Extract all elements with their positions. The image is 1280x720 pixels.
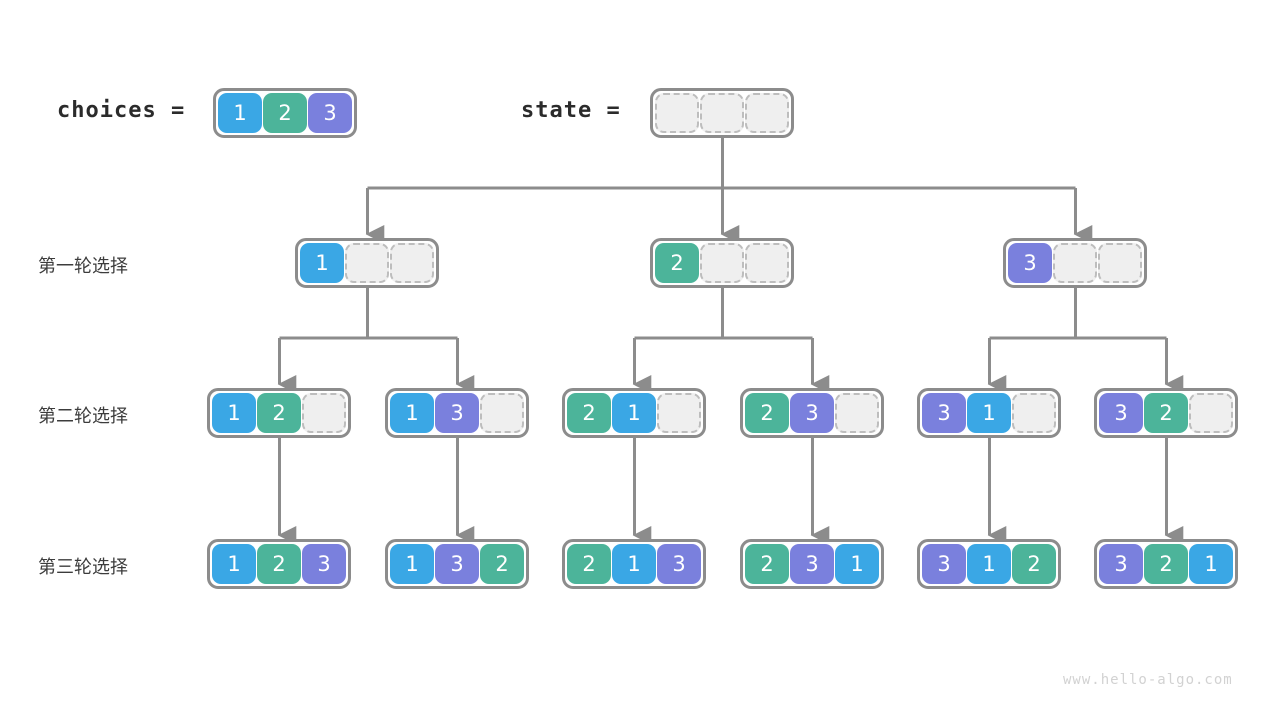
tree-node-r3-3-cell-filled: 3 bbox=[657, 544, 701, 584]
tree-node-r3-2-cell-filled: 2 bbox=[480, 544, 524, 584]
tree-node-r2-6-cell-filled: 2 bbox=[1144, 393, 1188, 433]
tree-node-r3-4-cell-filled: 2 bbox=[745, 544, 789, 584]
tree-node-r3-6-cell-filled: 1 bbox=[1189, 544, 1233, 584]
tree-node-r2-2-cell-filled: 1 bbox=[390, 393, 434, 433]
tree-node-r1-1-cell-filled: 1 bbox=[300, 243, 344, 283]
tree-node-r2-3-cell-filled: 2 bbox=[567, 393, 611, 433]
tree-node-r3-1-cell-filled: 3 bbox=[302, 544, 346, 584]
state-node bbox=[650, 88, 794, 138]
row-label-round-1: 第一轮选择 bbox=[38, 256, 128, 277]
tree-node-r1-3-cell-filled: 3 bbox=[1008, 243, 1052, 283]
tree-node-r2-1-cell-filled: 1 bbox=[212, 393, 256, 433]
tree-node-r1-2-cell-empty bbox=[745, 243, 789, 283]
tree-node-r2-6-cell-filled: 3 bbox=[1099, 393, 1143, 433]
tree-node-r3-6-cell-filled: 3 bbox=[1099, 544, 1143, 584]
tree-node-r1-1-cell-empty bbox=[390, 243, 434, 283]
tree-node-r2-2-cell-filled: 3 bbox=[435, 393, 479, 433]
tree-node-r1-2-cell-empty bbox=[700, 243, 744, 283]
tree-node-r3-5-cell-filled: 1 bbox=[967, 544, 1011, 584]
choices-node-cell-filled: 3 bbox=[308, 93, 352, 133]
tree-node-r1-2-cell-filled: 2 bbox=[655, 243, 699, 283]
tree-node-r3-6-cell-filled: 2 bbox=[1144, 544, 1188, 584]
choices-label: choices = bbox=[57, 98, 186, 123]
tree-node-r2-2-cell-empty bbox=[480, 393, 524, 433]
tree-node-r2-1-cell-filled: 2 bbox=[257, 393, 301, 433]
tree-node-r3-1-cell-filled: 2 bbox=[257, 544, 301, 584]
tree-node-r1-1: 1 bbox=[295, 238, 439, 288]
tree-node-r3-5-cell-filled: 3 bbox=[922, 544, 966, 584]
choices-node-cell-filled: 1 bbox=[218, 93, 262, 133]
tree-node-r1-3-cell-empty bbox=[1053, 243, 1097, 283]
tree-node-r3-2-cell-filled: 1 bbox=[390, 544, 434, 584]
tree-node-r3-2-cell-filled: 3 bbox=[435, 544, 479, 584]
tree-node-r3-3-cell-filled: 2 bbox=[567, 544, 611, 584]
tree-node-r3-4-cell-filled: 1 bbox=[835, 544, 879, 584]
row-label-round-3: 第三轮选择 bbox=[38, 557, 128, 578]
choices-node-cell-filled: 2 bbox=[263, 93, 307, 133]
tree-node-r2-3-cell-filled: 1 bbox=[612, 393, 656, 433]
tree-node-r2-4-cell-filled: 2 bbox=[745, 393, 789, 433]
state-node-cell-empty bbox=[700, 93, 744, 133]
tree-node-r2-5-cell-empty bbox=[1012, 393, 1056, 433]
tree-node-r3-3-cell-filled: 1 bbox=[612, 544, 656, 584]
tree-node-r2-6-cell-empty bbox=[1189, 393, 1233, 433]
tree-node-r2-5-cell-filled: 1 bbox=[967, 393, 1011, 433]
watermark: www.hello-algo.com bbox=[1063, 672, 1233, 688]
state-label: state = bbox=[521, 98, 621, 123]
tree-node-r3-5-cell-filled: 2 bbox=[1012, 544, 1056, 584]
state-node-cell-empty bbox=[745, 93, 789, 133]
state-node-cell-empty bbox=[655, 93, 699, 133]
tree-node-r1-2: 2 bbox=[650, 238, 794, 288]
tree-node-r1-3-cell-empty bbox=[1098, 243, 1142, 283]
tree-node-r2-5-cell-filled: 3 bbox=[922, 393, 966, 433]
tree-node-r2-4-cell-empty bbox=[835, 393, 879, 433]
row-label-round-2: 第二轮选择 bbox=[38, 406, 128, 427]
tree-node-r1-1-cell-empty bbox=[345, 243, 389, 283]
tree-node-r2-4-cell-filled: 3 bbox=[790, 393, 834, 433]
tree-node-r1-3: 3 bbox=[1003, 238, 1147, 288]
tree-node-r3-1-cell-filled: 1 bbox=[212, 544, 256, 584]
tree-node-r2-3-cell-empty bbox=[657, 393, 701, 433]
tree-node-r3-4-cell-filled: 3 bbox=[790, 544, 834, 584]
tree-node-r2-1-cell-empty bbox=[302, 393, 346, 433]
